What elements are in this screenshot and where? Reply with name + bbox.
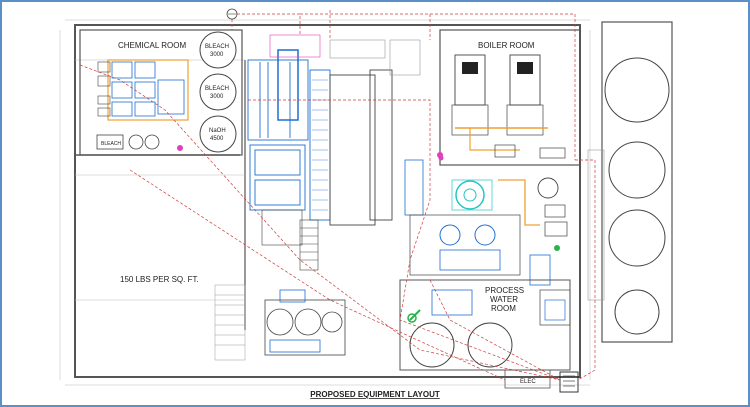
bleach-tank-top-name: BLEACH bbox=[205, 44, 229, 50]
bleach-tote-label: BLEACH bbox=[101, 141, 121, 147]
bleach-tank-top bbox=[199, 31, 237, 69]
naoh-tank-cap: 4500 bbox=[210, 136, 224, 142]
red-routes bbox=[79, 10, 596, 381]
chemical-room-label: CHEMICAL ROOM bbox=[118, 41, 186, 50]
grid-lines bbox=[59, 19, 591, 386]
chemical-marker-magenta bbox=[177, 145, 183, 151]
chemical-room: CHEMICAL ROOM BLEACH 3000 BLEACH 3000 Na… bbox=[79, 29, 243, 156]
boiler-room: BOILER ROOM bbox=[437, 29, 581, 166]
inclined-conveyor bbox=[261, 209, 319, 271]
conveyor-hatch bbox=[312, 79, 328, 211]
meter-symbol bbox=[226, 8, 238, 20]
bleach-tank-top-cap: 3000 bbox=[210, 52, 224, 58]
process-room-label-2: WATER bbox=[490, 295, 518, 304]
water-treatment bbox=[404, 155, 568, 286]
bleach-tank-mid bbox=[199, 73, 237, 111]
process-line bbox=[247, 49, 393, 226]
process-room-label-3: ROOM bbox=[491, 304, 516, 313]
drawing-title: PROPOSED EQUIPMENT LAYOUT bbox=[310, 390, 440, 399]
elec-label: ELEC bbox=[520, 379, 536, 385]
tank-farm bbox=[587, 21, 673, 343]
ramp-hatch bbox=[214, 284, 246, 361]
process-water-room: PROCESS WATER ROOM bbox=[399, 279, 571, 371]
process-room-label-1: PROCESS bbox=[485, 286, 524, 295]
floor-load-label: 150 LBS PER SQ. FT. bbox=[120, 275, 199, 284]
bleach-tank-mid-cap: 3000 bbox=[210, 94, 224, 100]
water-marker-magenta bbox=[438, 155, 444, 161]
elec-room: ELEC bbox=[504, 369, 579, 393]
water-marker-green bbox=[554, 245, 560, 251]
header-equipment bbox=[269, 34, 421, 76]
lower-left-equipment bbox=[264, 289, 346, 356]
boiler-room-label: BOILER ROOM bbox=[478, 41, 535, 50]
bleach-tank-mid-name: BLEACH bbox=[205, 86, 229, 92]
naoh-tank bbox=[199, 115, 237, 153]
naoh-tank-name: NaOH bbox=[209, 128, 226, 134]
